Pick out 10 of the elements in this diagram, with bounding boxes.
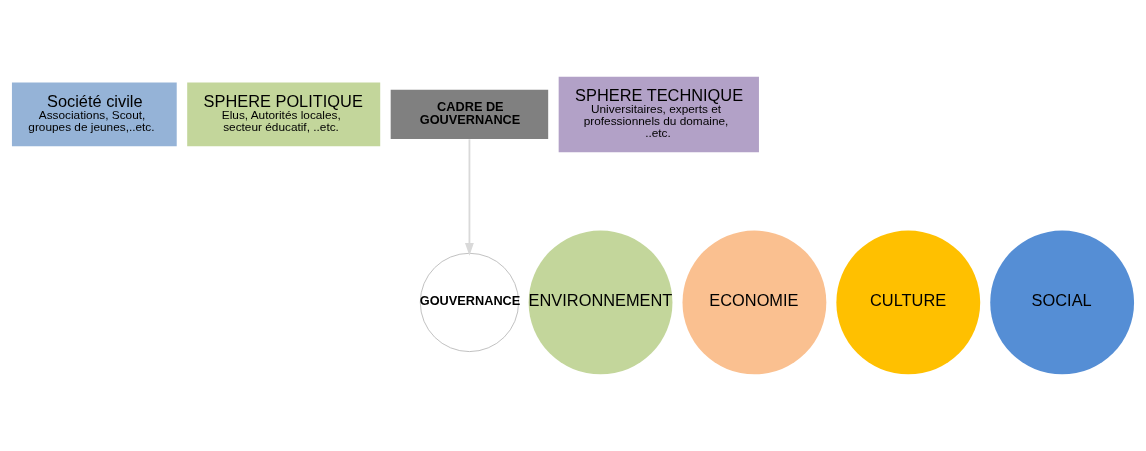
node-box: SPHERE POLITIQUE Elus, Autorités locales, secteur éducatif, ..etc. [187,82,381,147]
node-circle: GOUVERNANCE [419,252,520,353]
node-box: Société civile Associations, Scout, groupes de jeunes,..etc. [11,82,177,147]
node-circle: CULTURE [836,230,981,375]
node-circle: ECONOMIE [682,230,827,375]
node-box: SPHERE TECHNIQUE Universitaires, experts et professionnels du domaine, ..etc. [558,76,759,153]
node-circle: ENVIRONNEMENT [528,230,673,375]
node-box: CADRE DE GOUVERNANCE [390,89,549,139]
arrow [464,138,474,256]
node-circle: SOCIAL [990,230,1135,375]
